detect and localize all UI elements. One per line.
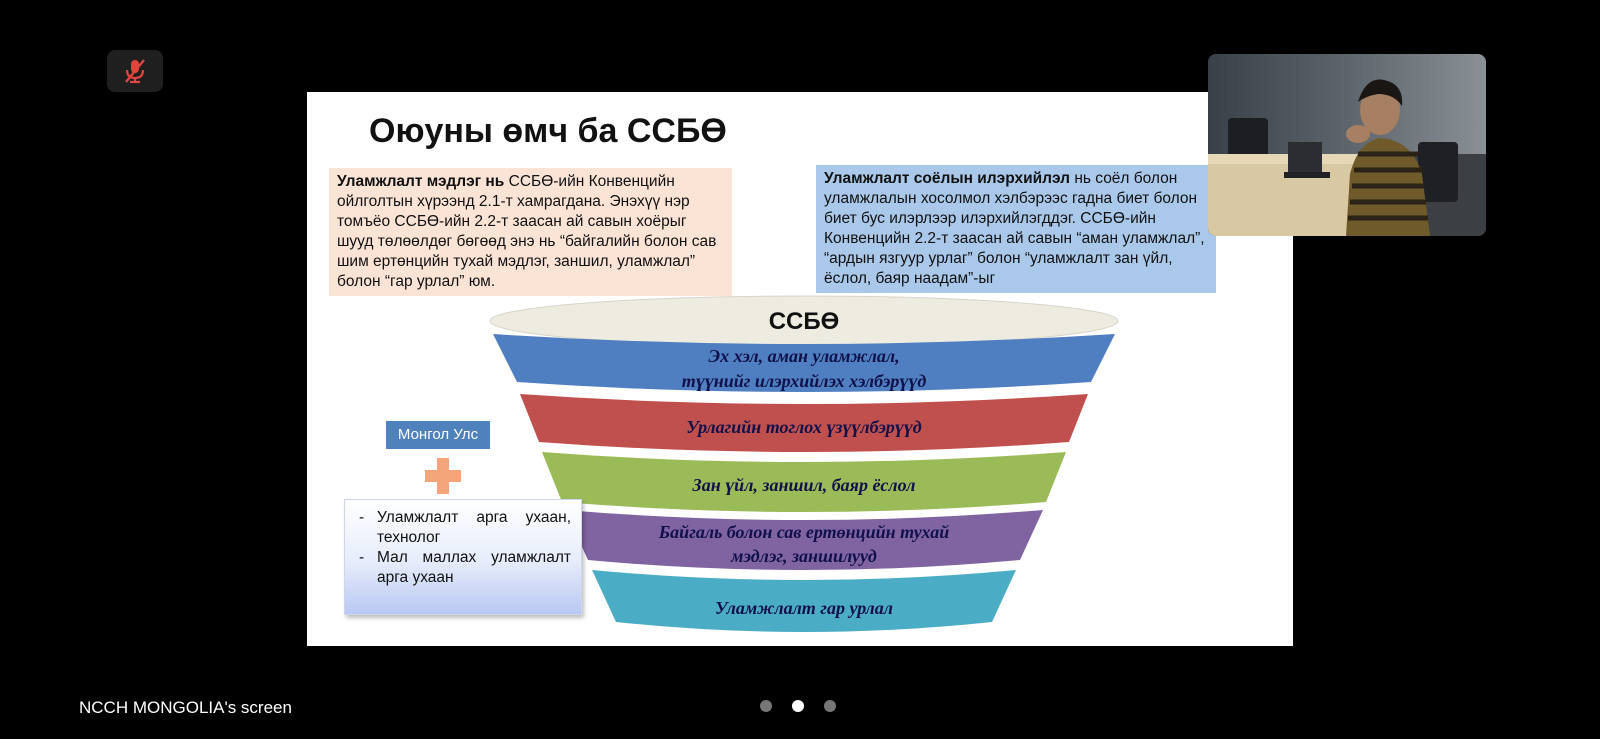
page-dot-2[interactable] — [792, 700, 804, 712]
cultural-expression-box: Уламжлалт соёлын илэрхийлэл нь соёл боло… — [816, 165, 1216, 293]
funnel-band-performing-arts-label: Урлагийн тоглох үзүүлбэрүүд — [686, 417, 922, 437]
participant-video-tile[interactable] — [1208, 54, 1486, 236]
funnel-band-performing-arts — [520, 394, 1088, 452]
funnel-band-language-line1: Эх хэл, аман уламжлал, — [708, 346, 899, 366]
country-label: Монгол Улс — [386, 421, 490, 449]
microphone-muted-icon — [125, 59, 145, 84]
participant-video-image — [1208, 54, 1486, 236]
page-dot-1[interactable] — [760, 700, 772, 712]
page-dot-3[interactable] — [824, 700, 836, 712]
funnel-band-language-line2: түүнийг илэрхийлэх хэлбэрүүд — [682, 371, 927, 391]
cultural-expression-text: нь соёл болон уламжлалын хосолмол хэлбэр… — [824, 170, 1205, 287]
list-item: Уламжлалт арга ухаан, технолог — [355, 508, 571, 548]
screen-share-label: NCCH MONGOLIA's screen — [79, 698, 292, 717]
funnel-top-label: ССБӨ — [769, 308, 840, 335]
traditional-knowledge-box: Уламжлалт мэдлэг нь ССБӨ-ийн Конвенцийн … — [329, 168, 732, 296]
shared-slide: Оюуны өмч ба ССБӨ Уламжлалт мэдлэг нь СС… — [307, 92, 1293, 646]
funnel-band-rituals — [542, 452, 1066, 512]
funnel-band-nature-knowledge-line2: мэдлэг, заншилууд — [730, 546, 877, 566]
list-item: Мал маллах уламжлалт арга ухаан — [355, 548, 571, 588]
slide-title: Оюуны өмч ба ССБӨ — [369, 112, 727, 150]
traditional-knowledge-heading: Уламжлалт мэдлэг нь — [337, 173, 505, 190]
additional-items-list: Уламжлалт арга ухаан, технолог Мал малла… — [355, 508, 571, 588]
funnel-band-crafts-label: Уламжлалт гар урлал — [715, 598, 893, 618]
funnel-band-language — [493, 334, 1115, 392]
funnel-band-nature-knowledge — [565, 510, 1043, 570]
mute-microphone-button[interactable] — [107, 50, 163, 92]
plus-icon — [425, 458, 461, 494]
funnel-band-rituals-label: Зан үйл, заншил, баяр ёслол — [692, 475, 916, 495]
funnel-band-crafts — [592, 570, 1016, 632]
additional-items-box: Уламжлалт арга ухаан, технолог Мал малла… — [344, 499, 582, 615]
ich-funnel-diagram: ССБӨ Эх хэл, аман уламжлал, түүнийг илэр… — [489, 295, 1119, 632]
cultural-expression-heading: Уламжлалт соёлын илэрхийлэл — [824, 170, 1071, 187]
traditional-knowledge-text: ССБӨ-ийн Конвенцийн ойлголтын хүрээнд 2.… — [337, 173, 717, 290]
funnel-band-nature-knowledge-line1: Байгаль болон сав ертөнцийн тухай — [658, 522, 950, 542]
page-indicator — [760, 700, 836, 712]
